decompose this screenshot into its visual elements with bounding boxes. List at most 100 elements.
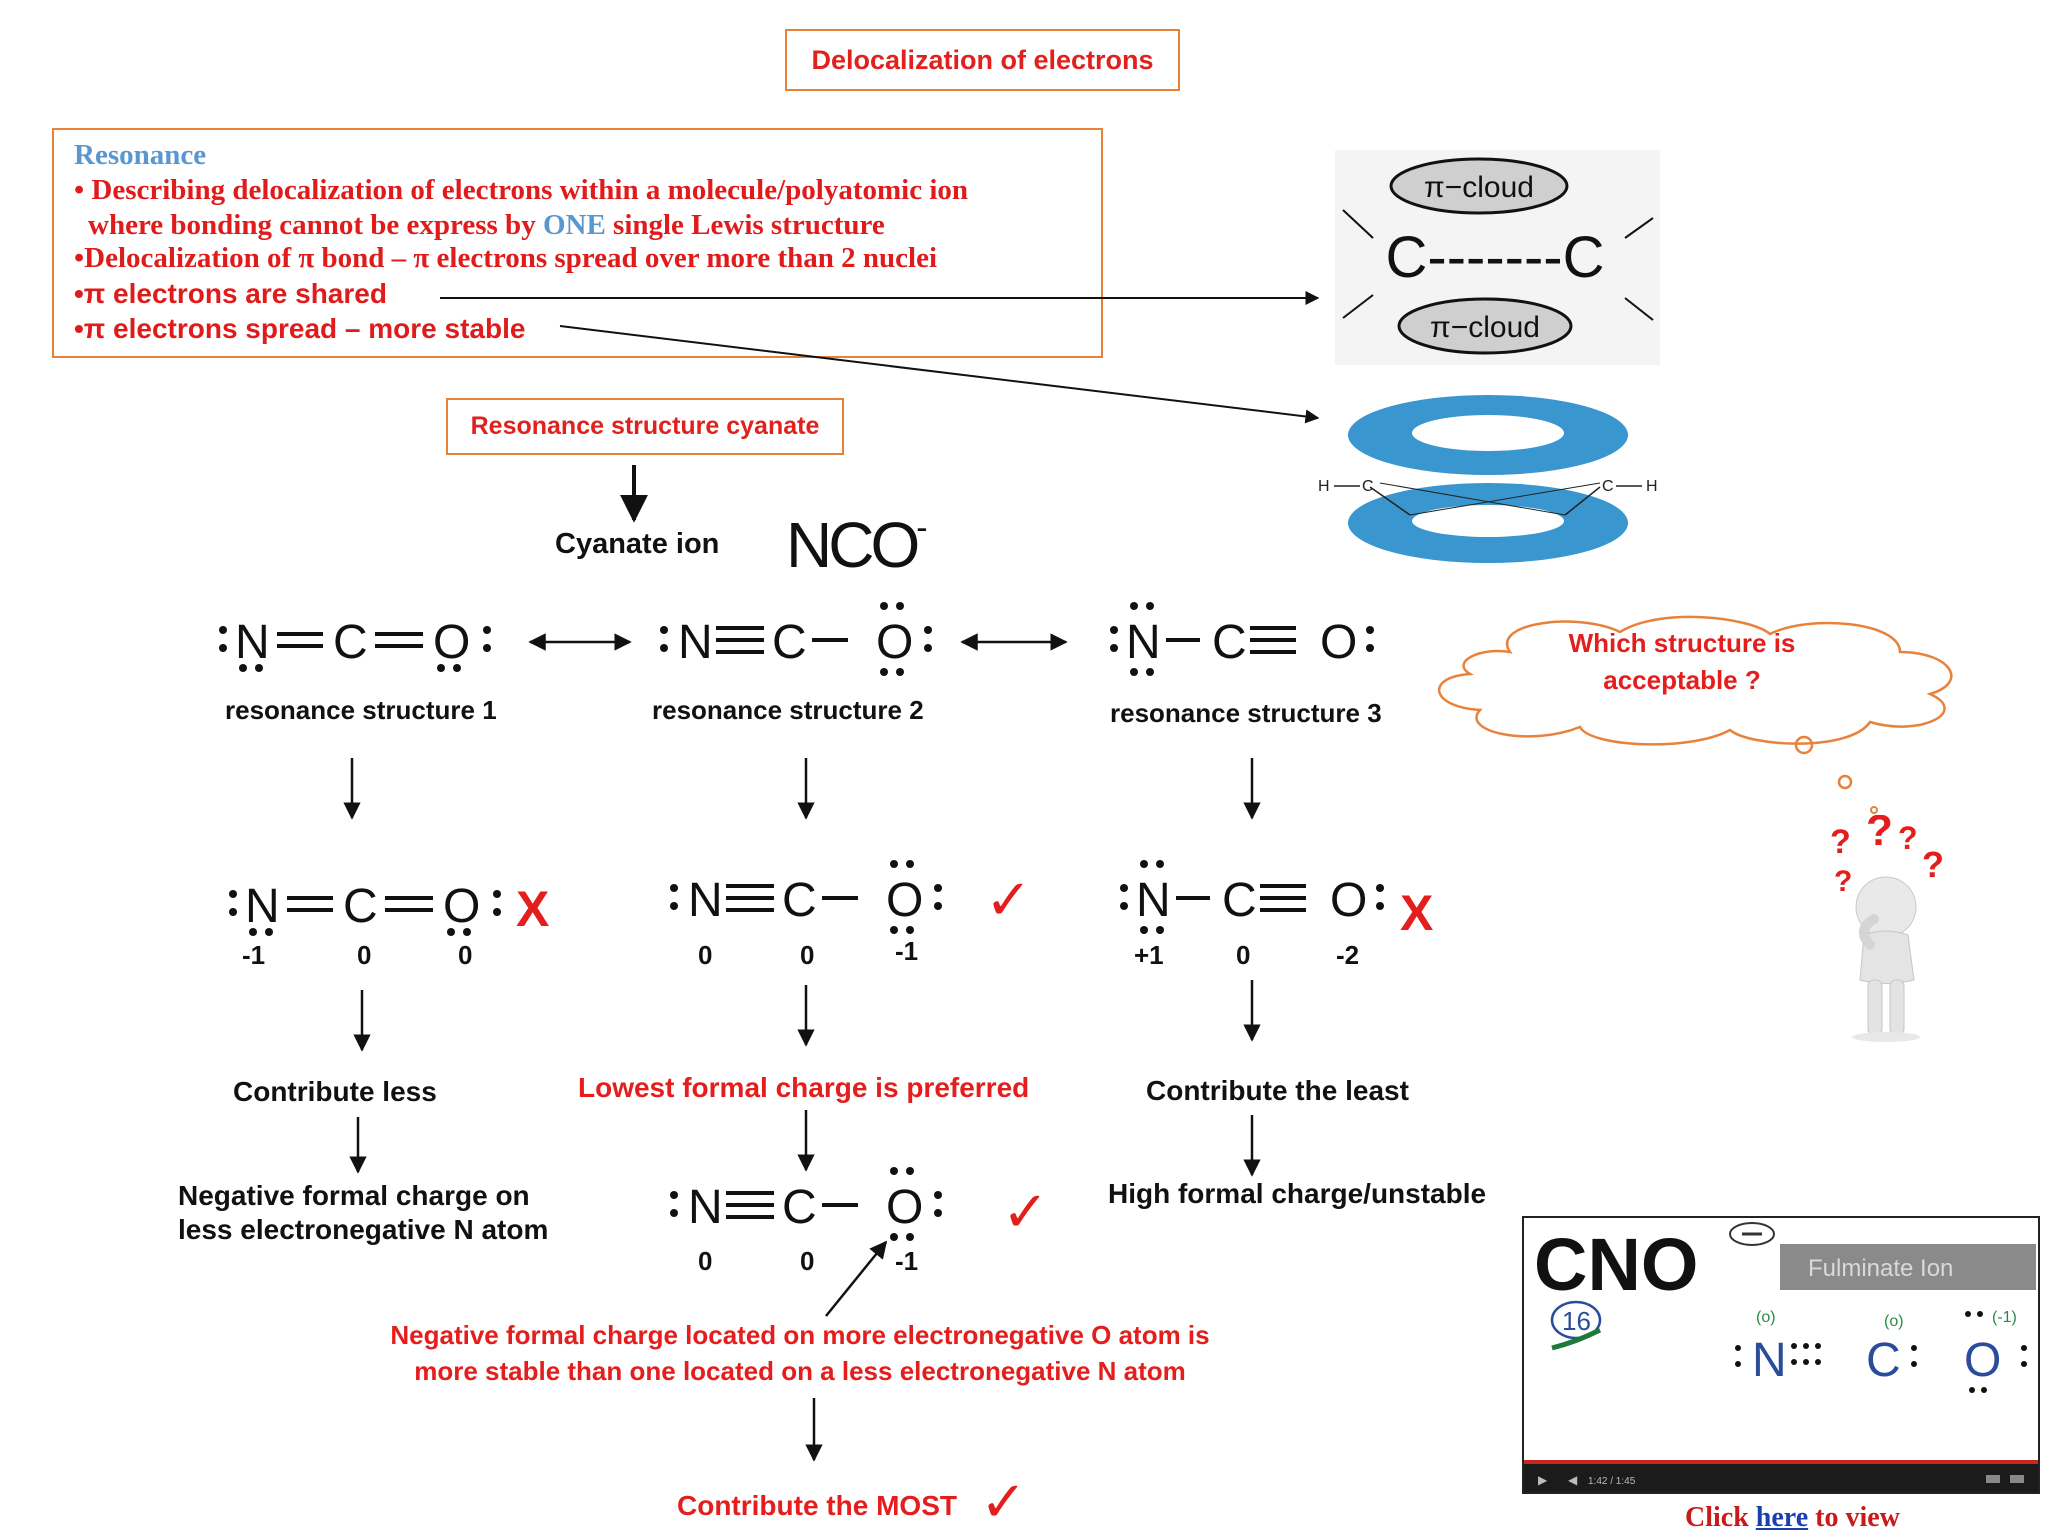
ring-bond-cross1: [1379, 482, 1566, 516]
resonance-box: Resonance • Describing delocalization of…: [52, 128, 1103, 358]
s1-charge-n: -1: [242, 940, 266, 970]
result-2: Lowest formal charge is preferred: [578, 1072, 1030, 1103]
resonance-line-2: where bonding cannot be express by ONE s…: [88, 209, 885, 242]
question-mark-3: ?: [1898, 820, 1918, 856]
ring-h-left: H: [1318, 478, 1330, 495]
ring-svg: H C C H: [1318, 395, 1658, 563]
pi-cloud-bottom-label: π−cloud: [1430, 311, 1540, 344]
resonance-heading: Resonance: [74, 139, 207, 171]
cyanate-box: Resonance structure cyanate: [446, 398, 844, 455]
video-count: 16: [1562, 1306, 1591, 1336]
resonance-line-4: •π electrons are shared: [74, 278, 387, 309]
resonance-line-1: • Describing delocalization of electrons…: [74, 174, 969, 206]
s3-charge-n: +1: [1134, 940, 1164, 970]
bond-stub-tl: [1342, 209, 1374, 239]
pi-bond-label: C-------C: [1386, 225, 1605, 290]
result-1: Contribute less: [233, 1076, 437, 1107]
s1-n: N: [235, 616, 270, 669]
video-banner-bg: [1780, 1244, 2036, 1290]
video-banner: Fulminate Ion: [1808, 1255, 1953, 1282]
formula: NCO-: [786, 508, 928, 582]
s1-c: C: [333, 616, 368, 669]
video-link[interactable]: here: [1755, 1502, 1809, 1533]
reason-1-line-1: Negative formal charge on: [178, 1180, 530, 1211]
figure-arm: [1859, 914, 1879, 950]
fc2-o: O: [886, 874, 923, 927]
s1-lone-pairs: [219, 626, 491, 672]
play-icon[interactable]: ▶: [1538, 1473, 1548, 1487]
res-1-label: resonance structure 1: [225, 695, 497, 725]
resonance-line-2a: where bonding cannot be express by: [88, 209, 543, 241]
thought-cloud: [1438, 615, 1953, 746]
video-progress-fill: [1524, 1460, 2038, 1464]
resonance-line-2b: ONE: [542, 209, 606, 241]
note-line-1: Negative formal charge located on more e…: [390, 1320, 1210, 1350]
torus-top-hole: [1412, 415, 1564, 451]
video-caption: Click here to view: [1685, 1502, 1900, 1534]
lewis-bottom: N C O: [670, 1167, 942, 1241]
lewis-structure-2: N C O: [660, 602, 932, 676]
resonance-line-2c: single Lewis structure: [605, 209, 885, 241]
thought-bubble: Which structure is acceptable ?: [1438, 615, 1953, 746]
thought-dot-1: [1794, 735, 1814, 755]
resonance-line-5: •π electrons spread – more stable: [74, 313, 526, 344]
lewis-structure-1: N C O: [219, 616, 491, 672]
verdict-2: ✓: [985, 868, 1032, 933]
ring-c-right: C: [1602, 478, 1614, 495]
fc3-c: C: [1222, 874, 1257, 927]
note-line-2: more stable than one located on a less e…: [414, 1356, 1186, 1386]
thought-dot-3: [1870, 806, 1878, 814]
s3-n: N: [1126, 616, 1161, 669]
s2-charge-c: 0: [800, 940, 815, 970]
question-mark-4: ?: [1922, 844, 1944, 885]
volume-icon[interactable]: ◀: [1568, 1473, 1578, 1487]
pi-cloud-diagram: π−cloud π−cloud C-------C: [1335, 150, 1660, 365]
video-charge-c: (o): [1884, 1313, 1904, 1330]
final-check-icon: ✓: [980, 1470, 1027, 1535]
bond-stub-tr: [1624, 217, 1654, 239]
verdict-3: X: [1400, 885, 1434, 941]
fc2-lone-pairs: [670, 860, 942, 934]
page-title: Delocalization of electrons: [811, 45, 1154, 75]
bottom-charge-n: 0: [698, 1246, 713, 1276]
video-c: C: [1866, 1334, 1901, 1387]
s2-charge-n: 0: [698, 940, 713, 970]
arrow-to-ring: [559, 325, 1320, 424]
bottom-charge-c: 0: [800, 1246, 815, 1276]
pi-cloud-bottom: [1397, 297, 1573, 355]
torus-bottom-hole: [1412, 505, 1564, 537]
fullscreen-icon[interactable]: [2010, 1475, 2024, 1483]
fc1-c: C: [343, 880, 378, 933]
reason-3-line-1: High formal charge/unstable: [1108, 1178, 1487, 1209]
s2-lone-pairs: [660, 602, 932, 676]
formula-charge: -: [916, 508, 928, 547]
ring-h-right: H: [1646, 478, 1658, 495]
final-result: Contribute the MOST: [677, 1490, 957, 1521]
lewis-fc-2: N C O: [670, 860, 942, 934]
video-thumbnail[interactable]: CNO Fulminate Ion 16 (o) (o) (-1) N C O …: [1522, 1216, 2040, 1494]
video-caption-a: Click: [1685, 1502, 1756, 1533]
bottom-charge-o: -1: [895, 1246, 919, 1276]
bond-stub-bl: [1342, 294, 1374, 319]
fc2-c: C: [782, 874, 817, 927]
ring-bond-right: [1564, 486, 1601, 516]
fc1-lone-pairs: [229, 890, 501, 936]
question-mark-5: ?: [1834, 865, 1852, 898]
arrow-note-to-o: [825, 1240, 888, 1317]
video-formula: CNO: [1534, 1223, 1698, 1306]
b-n: N: [688, 1181, 723, 1234]
s3-charge-o: -2: [1336, 940, 1360, 970]
fc3-n: N: [1136, 874, 1171, 927]
video-charge-o: (-1): [1992, 1309, 2017, 1326]
video-charge-circle: [1729, 1222, 1775, 1246]
thought-line-1: Which structure is: [1569, 628, 1796, 658]
pi-cloud-top: [1389, 157, 1569, 215]
res-2-label: resonance structure 2: [652, 695, 924, 725]
video-underline-stroke: [1551, 1327, 1602, 1351]
formula-text: NCO: [786, 509, 920, 581]
fc1-n: N: [245, 880, 280, 933]
ring-diagram: H C C H: [1310, 395, 1670, 565]
s1-charge-o: 0: [458, 940, 473, 970]
settings-icon[interactable]: [1986, 1475, 2000, 1483]
fc1-o: O: [443, 880, 480, 933]
